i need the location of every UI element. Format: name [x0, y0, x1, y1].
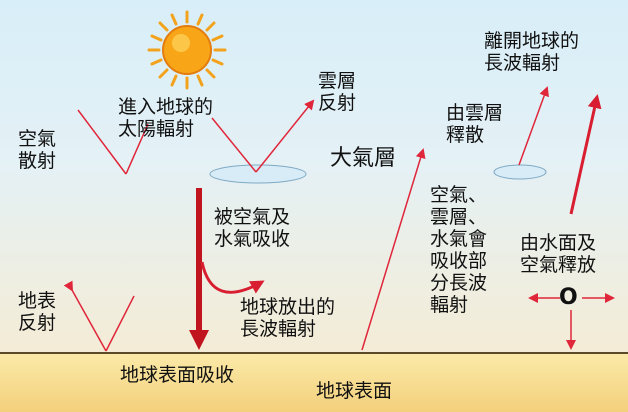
- earth-surface-band: [0, 352, 628, 412]
- release-symbol: O: [559, 285, 578, 310]
- cloud-reflect-in-arrow: [211, 117, 257, 173]
- earth-longwave-label: 地球放出的 長波輻射: [240, 296, 336, 340]
- cloud-scatter-arrow: [518, 86, 549, 166]
- cloud-reflect-label: 雲層 反射: [318, 70, 357, 114]
- water-air-release-label: 由水面及 空氣釋放: [520, 232, 597, 276]
- air-scatter-out-arrow: [125, 123, 149, 175]
- sun-icon: [147, 10, 227, 90]
- cloud-icon: [209, 164, 307, 184]
- incoming-solar-label: 進入地球的 太陽輻射: [118, 96, 214, 140]
- air-scatter-label: 空氣 散射: [18, 128, 57, 172]
- surface-absorb-label: 地球表面吸收: [120, 364, 235, 386]
- surface-reflect-in-arrow: [63, 280, 107, 352]
- outgoing-longwave-arrow: [569, 94, 602, 215]
- earth-surface-label: 地球表面: [316, 380, 393, 402]
- outgoing-longwave-label: 離開地球的 長波輻射: [484, 30, 580, 74]
- air-scatter-in-arrow: [77, 109, 127, 175]
- earth-longwave-arrow: [361, 148, 426, 351]
- air-absorb-curve: [200, 261, 265, 294]
- surface-reflect-out-arrow: [105, 295, 135, 352]
- cloud-icon: [493, 164, 547, 180]
- cloud-scatter-label: 由雲層 釋散: [446, 102, 504, 146]
- cloud-reflect-out-arrow: [255, 99, 315, 173]
- cloud-absorb-label: 空氣、 雲層、 水氣會 吸收部 分長波 輻射: [430, 184, 488, 316]
- surface-reflect-label: 地表 反射: [18, 290, 57, 334]
- air-vapor-absorb-label: 被空氣及 水氣吸收: [214, 206, 291, 250]
- atmosphere-label: 大氣層: [330, 146, 397, 171]
